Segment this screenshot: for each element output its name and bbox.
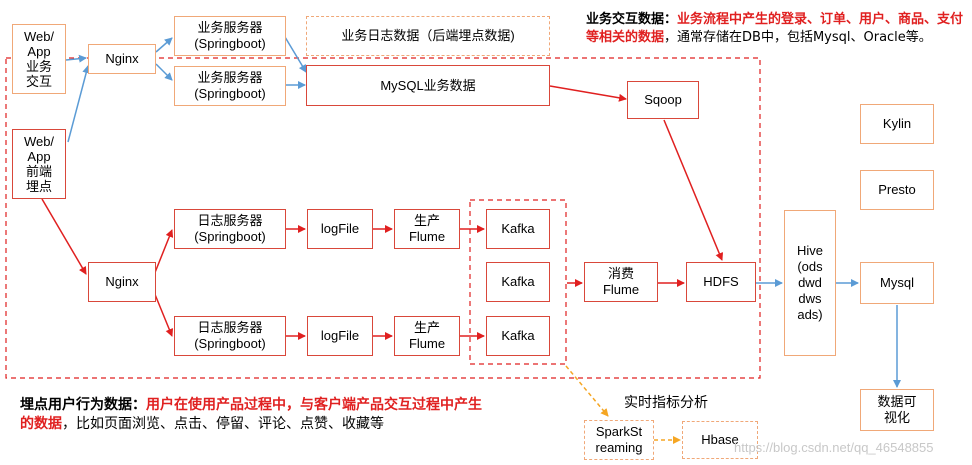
edge-nginx2-log2 (153, 291, 174, 337)
visualization-node: 数据可 视化 (860, 389, 934, 431)
hive-node: Hive (ods dwd dws ads) (784, 210, 836, 356)
edge-biz1-mysql (284, 36, 307, 73)
track-note-title: 埋点用户行为数据： (20, 397, 146, 413)
biz-data-note: 业务交互数据：业务流程中产生的登录、订单、用户、商品、支付等相关的数据，通常存储… (586, 11, 970, 47)
biz-note-title: 业务交互数据： (586, 12, 678, 27)
kafka-3-node: Kafka (486, 316, 550, 356)
presto-node: Presto (860, 170, 934, 210)
track-note-highlight: 用户在使用产品过程中，与客户端产品交互过程中产生的数据 (20, 397, 482, 432)
nginx-top-node: Nginx (88, 44, 156, 74)
kafka-group (469, 199, 567, 365)
logfile-2-node: logFile (307, 316, 373, 356)
edge-kafka-spark (565, 365, 609, 417)
hdfs-node: HDFS (686, 262, 756, 302)
edge-track-nginx (67, 65, 91, 143)
flume-producer-2-node: 生产 Flume (394, 316, 460, 356)
realtime-label: 实时指标分析 (624, 395, 708, 411)
kylin-node: Kylin (860, 104, 934, 144)
log-server-2-node: 日志服务器 (Springboot) (174, 316, 286, 356)
biz-note-highlight: 业务流程中产生的登录、订单、用户、商品、支付等相关的数据 (586, 12, 964, 45)
edge-mysql-sqoop (549, 85, 627, 102)
logfile-1-node: logFile (307, 209, 373, 249)
edge-interact-nginx (65, 54, 87, 63)
web-app-interact-node: Web/ App 业务 交互 (12, 24, 66, 94)
biz-server-2-node: 业务服务器 (Springboot) (174, 66, 286, 106)
hbase-node: Hbase (682, 421, 758, 459)
log-server-1-node: 日志服务器 (Springboot) (174, 209, 286, 249)
kafka-2-node: Kafka (486, 262, 550, 302)
spark-streaming-node: SparkSt reaming (584, 420, 654, 460)
tracking-region (5, 57, 761, 379)
tracking-data-note: 埋点用户行为数据：用户在使用产品过程中，与客户端产品交互过程中产生的数据，比如页… (20, 396, 488, 434)
flume-consumer-node: 消费 Flume (584, 262, 658, 302)
edge-sqoop-hdfs (663, 119, 724, 261)
nginx-bottom-node: Nginx (88, 262, 156, 302)
kafka-1-node: Kafka (486, 209, 550, 249)
biz-server-1-node: 业务服务器 (Springboot) (174, 16, 286, 56)
edge-nginx2-log1 (153, 229, 174, 276)
biz-note-rest: ，通常存储在DB中，包括Mysql、Oracle等。 (664, 30, 932, 45)
watermark: https://blog.csdn.net/qq_46548855 (734, 440, 934, 455)
web-app-track-node: Web/ App 前端 埋点 (12, 129, 66, 199)
edge-nginx-biz2 (155, 63, 173, 81)
flume-producer-1-node: 生产 Flume (394, 209, 460, 249)
track-note-rest: ，比如页面浏览、点击、停留、评论、点赞、收藏等 (62, 416, 384, 432)
sqoop-node: Sqoop (627, 81, 699, 119)
mysql-biz-node: MySQL业务数据 (306, 65, 550, 106)
edge-track-nginx2 (41, 198, 87, 275)
biz-log-data-node: 业务日志数据（后端埋点数据) (306, 16, 550, 56)
mysql-output-node: Mysql (860, 262, 934, 304)
edge-nginx-biz1 (155, 37, 173, 53)
